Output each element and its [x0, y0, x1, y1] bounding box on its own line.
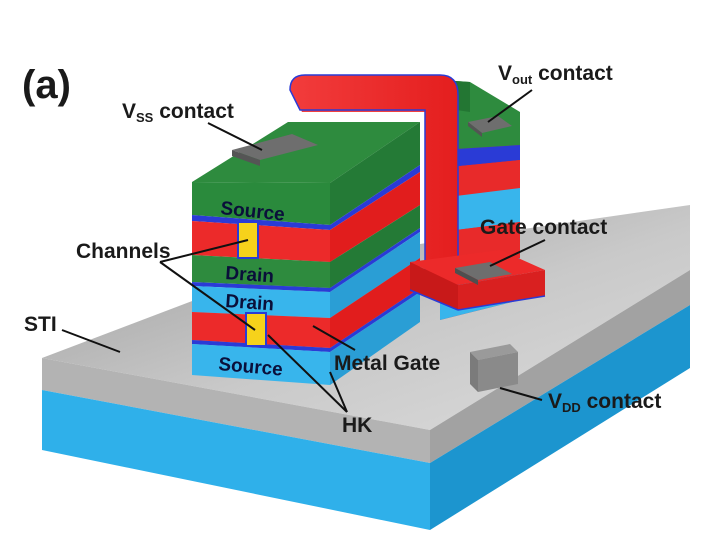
hk-label: HK — [342, 414, 372, 437]
drain-upper-layer — [192, 255, 330, 288]
sti-right-face — [430, 270, 690, 463]
vss-contact-pad — [232, 134, 318, 160]
sti-leader — [61, 329, 121, 353]
vout-leader — [487, 89, 533, 123]
vout-contact-pad — [468, 116, 512, 133]
substrate-front-face — [42, 390, 430, 530]
metal-gate-leader — [312, 325, 356, 351]
gate-contact-label: Gate contact — [480, 216, 607, 239]
fin-top-face — [192, 122, 420, 183]
stacked-fin — [192, 122, 420, 385]
hk-leader-upper — [267, 334, 348, 413]
gate-contact-pad — [455, 262, 512, 280]
channels-label: Channels — [76, 240, 171, 263]
sti-label: STI — [24, 313, 57, 336]
substrate-right-face — [430, 305, 690, 530]
lower-channel — [245, 312, 267, 347]
gate-contact-leader — [489, 239, 546, 267]
vout-contact-label: Vout contact — [498, 62, 613, 87]
drain-lower-label: Drain — [225, 291, 275, 315]
vdd-contact-label: VDD contact — [548, 390, 661, 415]
panel-label: (a) — [22, 63, 71, 107]
source-top-layer — [192, 182, 330, 225]
vss-leader — [207, 122, 263, 151]
channels-leader-lower — [159, 261, 256, 331]
vss-contact-label: VSS contact — [122, 100, 234, 125]
hk-leader-lower — [329, 371, 348, 413]
metal-gate-label: Metal Gate — [334, 352, 440, 375]
drain-upper-label: Drain — [225, 263, 275, 287]
vdd-contact — [470, 344, 518, 392]
upper-gate-layer — [192, 221, 330, 262]
metal-gate — [289, 74, 546, 311]
vdd-leader — [499, 387, 543, 401]
channels-leader-upper — [159, 239, 249, 263]
sti-front-face — [42, 358, 430, 463]
source-bottom-layer — [192, 344, 330, 385]
